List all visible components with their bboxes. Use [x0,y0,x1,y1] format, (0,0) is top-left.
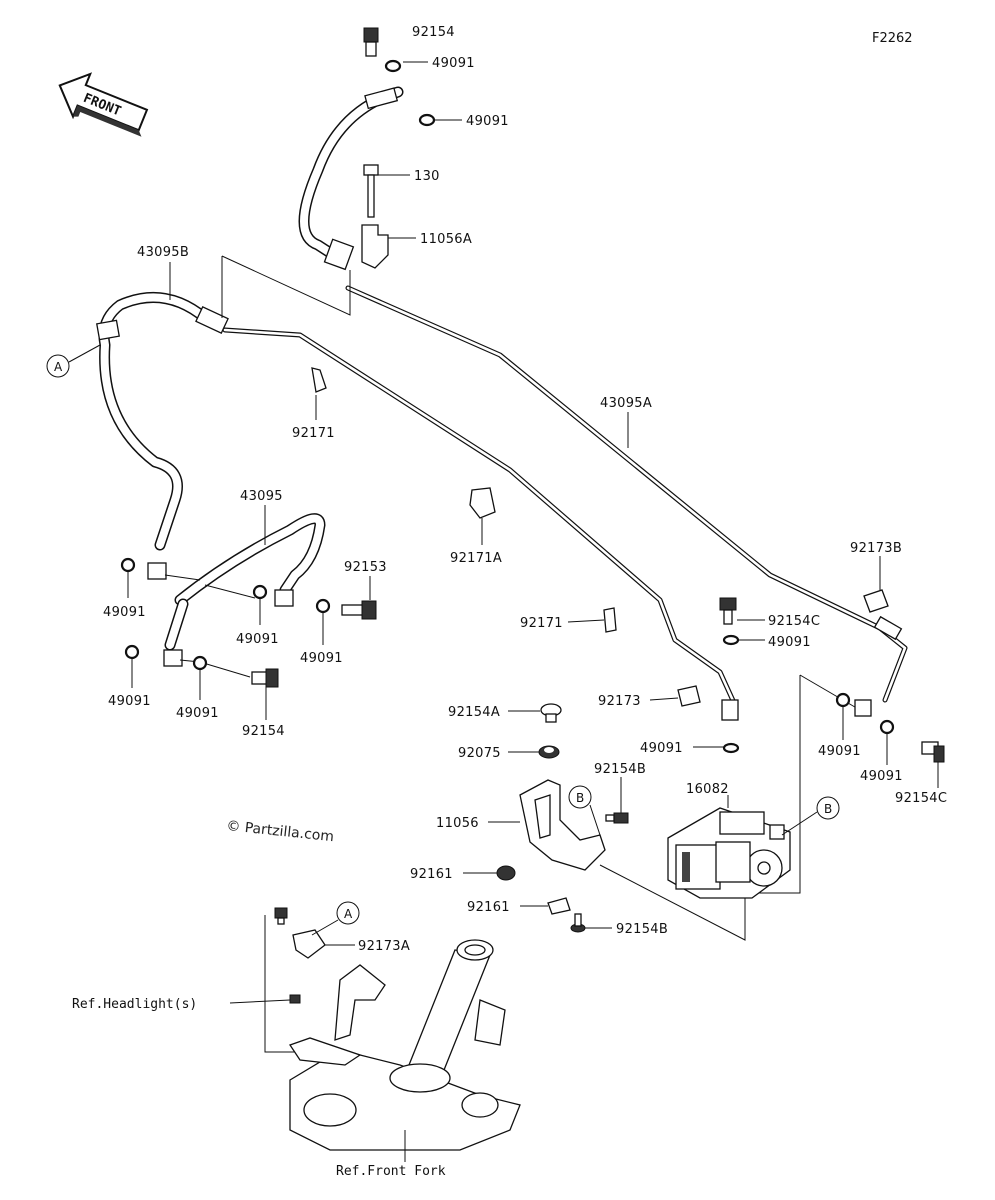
bolt-92154B-upper [605,812,629,824]
banjo-bolt-bottom [251,668,279,688]
steering-stem-assembly [288,939,521,1151]
label-92153: 92153 [344,560,387,575]
label-92154B-1: 92154B [594,762,646,777]
brake-pipe-lower [222,327,738,708]
svg-text:B: B [824,802,832,816]
callout-A-left: A [46,344,101,378]
ref-headlight: Ref.Headlight(s) [72,997,197,1012]
washer-l5 [192,655,208,671]
label-92161-1: 92161 [410,867,453,882]
washer-r3 [835,692,851,708]
clamp-92171 [311,367,327,393]
bolt-92154C-lower [921,741,945,763]
damper-92161 [547,897,571,915]
bolt-92154C-upper [719,597,737,625]
pipe-fitting [721,699,739,721]
label-92171A: 92171A [450,551,502,566]
svg-text:A: A [344,907,353,921]
label-49091-top2: 49091 [466,114,509,129]
front-arrow-icon: FRONT [58,72,149,137]
washer-l1 [120,557,136,573]
ref-front-fork: Ref.Front Fork [336,1164,446,1179]
label-49091-r1: 49091 [768,635,811,650]
bolt-92153 [341,600,377,620]
label-92171-b: 92171 [520,616,563,631]
brake-pipe-43095A [345,285,908,703]
label-92154-bottom: 92154 [242,724,285,739]
label-49091-l3: 49091 [300,651,343,666]
clamp-92171-b [603,607,617,633]
label-43095B: 43095B [137,245,189,260]
abs-unit-16082 [667,807,791,899]
washer-r1 [722,634,740,646]
label-92173A: 92173A [358,939,410,954]
nut-92161 [496,865,516,881]
hose-end-right [854,699,872,717]
label-92154A: 92154A [448,705,500,720]
label-49091-l5: 49091 [176,706,219,721]
label-92161-2: 92161 [467,900,510,915]
bolt-92154A [540,703,562,723]
label-16082: 16082 [686,782,729,797]
label-49091-r4: 49091 [860,769,903,784]
label-92154C-2: 92154C [895,791,947,806]
label-49091-l1: 49091 [103,605,146,620]
label-43095: 43095 [240,489,283,504]
label-43095A: 43095A [600,396,652,411]
label-130: 130 [414,169,440,184]
grommet-92075 [538,745,560,759]
label-49091-r2: 49091 [640,741,683,756]
washer-top-1 [384,59,402,73]
washer-r4 [879,719,895,735]
label-49091-l2: 49091 [236,632,279,647]
brake-hose-top [298,86,404,271]
bracket-11056 [519,779,606,871]
washer-l4 [124,644,140,660]
label-49091-top1: 49091 [432,56,475,71]
label-92075: 92075 [458,746,501,761]
label-49091-r3: 49091 [818,744,861,759]
clamp-92173A [292,929,326,959]
bolt-130 [363,164,379,218]
washer-l3 [315,598,331,614]
brake-hose-43095B [96,291,229,551]
callout-B-left: B [568,785,601,836]
label-92154B-2: 92154B [616,922,668,937]
label-92154-top: 92154 [412,25,455,40]
label-92173: 92173 [598,694,641,709]
label-92171-a: 92171 [292,426,335,441]
callout-A-bottom: A [311,901,360,936]
clamp-92173 [677,685,701,707]
label-92154C-1: 92154C [768,614,820,629]
bolt-headlight-2 [289,994,301,1004]
bolt-headlight-1 [274,907,288,925]
washer-l2 [252,584,268,600]
bracket-11056A [361,224,389,269]
callout-B-right: B [781,796,840,836]
label-11056A: 11056A [420,232,472,247]
clamp-92171A [469,487,496,519]
svg-text:A: A [54,360,63,374]
figure-code: F2262 [872,31,913,46]
washer-r2 [722,742,740,754]
label-92173B: 92173B [850,541,902,556]
bolt-92154B-lower [570,913,586,933]
svg-text:B: B [576,791,584,805]
watermark: © Partzilla.com [226,818,335,845]
washer-top-2 [418,113,436,127]
clamp-92173B [863,589,889,613]
label-49091-l4: 49091 [108,694,151,709]
banjo-bolt-top [363,27,379,57]
label-11056: 11056 [436,816,479,831]
brake-hose-43095 [147,513,326,667]
